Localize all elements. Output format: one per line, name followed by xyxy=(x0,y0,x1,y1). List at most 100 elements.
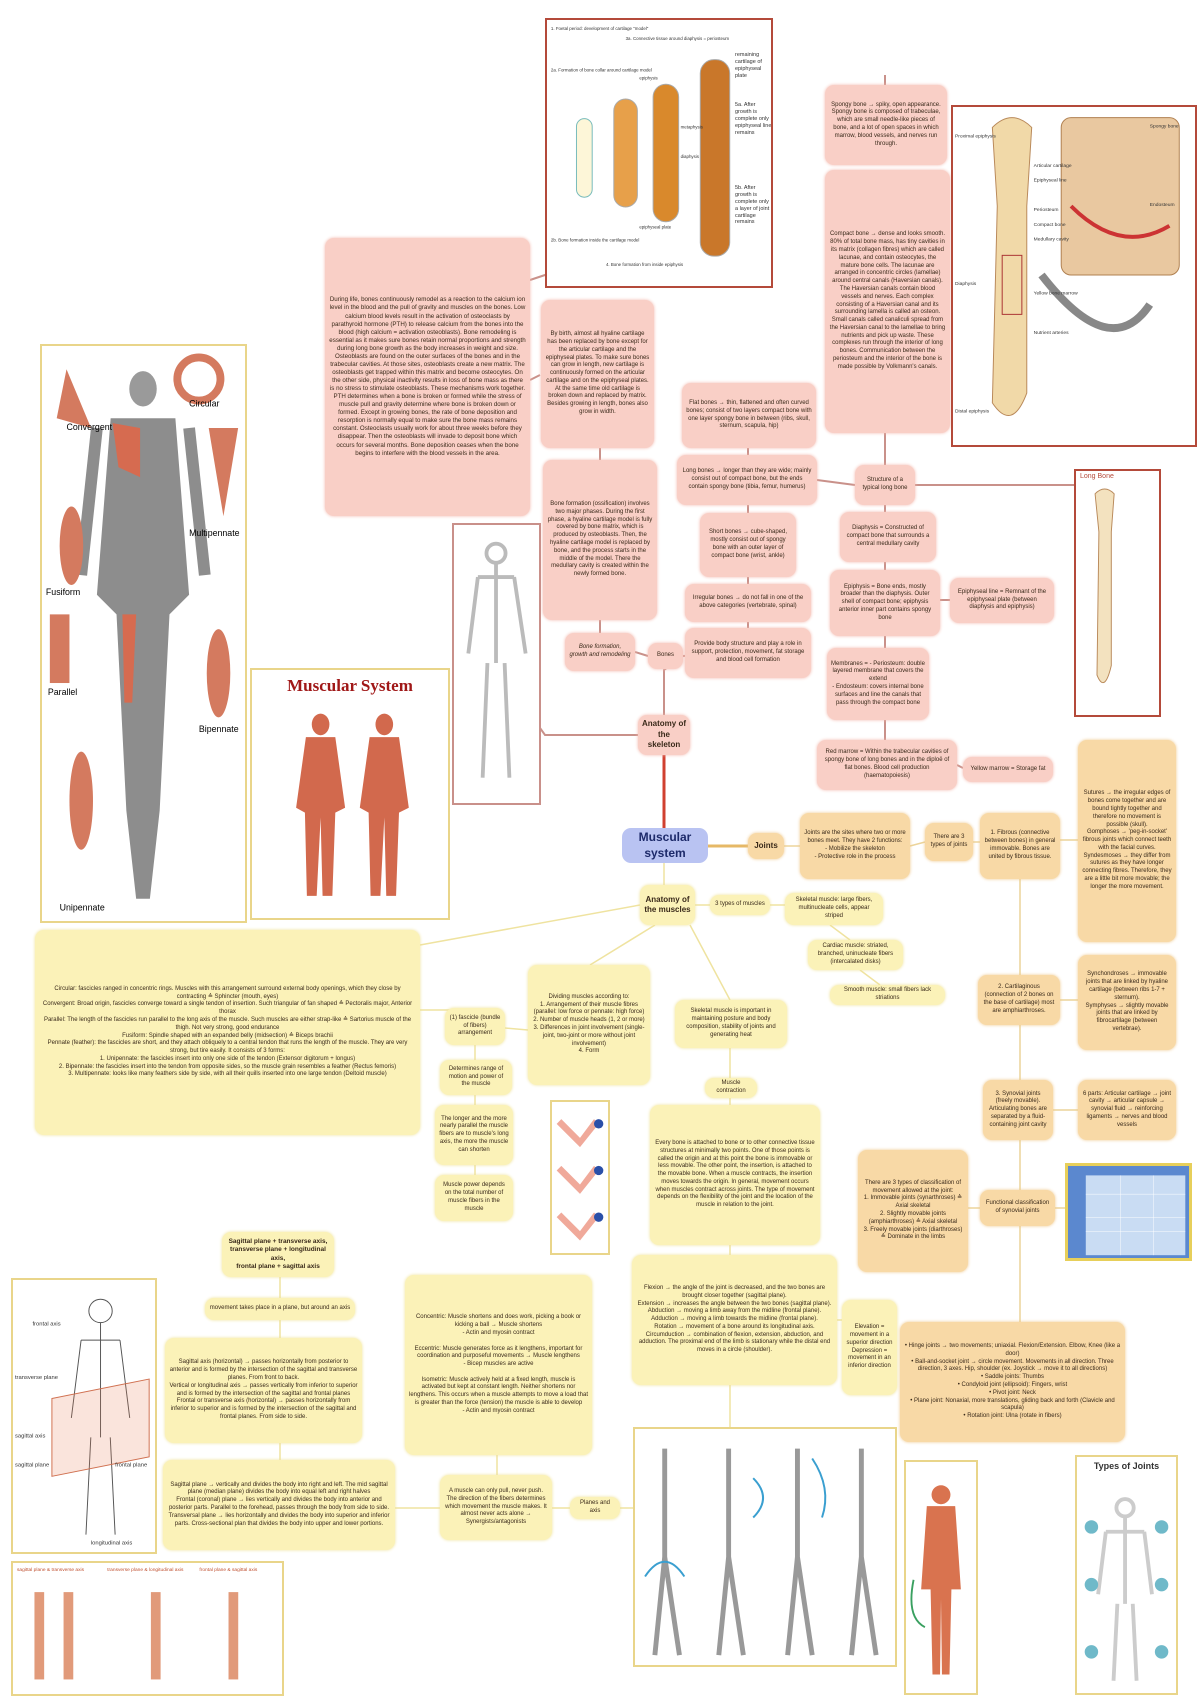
node-ossification[interactable]: Bone formation (ossification) involves t… xyxy=(543,460,657,620)
plane-label: sagittal plane xyxy=(15,1463,49,1469)
node-fascicle-arrangement[interactable]: (1) fascicle (bundle of fibers) arrangem… xyxy=(445,1008,505,1045)
node-skeletal-importance[interactable]: Skeletal muscle is important in maintain… xyxy=(675,1000,787,1048)
long-bone-small-image: Long Bone xyxy=(1074,469,1161,717)
node-planes-axis[interactable]: Planes and axis xyxy=(570,1497,620,1519)
ossification-label: 1. Foetal period: development of cartila… xyxy=(551,26,649,31)
node-three-muscle-types[interactable]: 3 types of muscles xyxy=(710,895,770,915)
long-bone-label: Medullary cavity xyxy=(1034,237,1070,243)
node-axes[interactable]: Sagittal axis (horizontal) → passes hori… xyxy=(165,1338,362,1443)
long-bone-label: Yellow bone marrow xyxy=(1034,291,1078,297)
node-joints[interactable]: Joints xyxy=(748,833,784,859)
long-bone-title: Long Bone xyxy=(1080,473,1114,480)
node-epiphyseal-line[interactable]: Epiphyseal line = Remnant of the epiphys… xyxy=(950,578,1054,623)
node-elevation-depression[interactable]: Elevation = movement in a superior direc… xyxy=(842,1300,897,1395)
node-muscle-contraction[interactable]: Muscle contraction xyxy=(705,1078,757,1098)
ossification-label: epiphysis xyxy=(639,75,658,80)
plane-label: longitudinal axis xyxy=(91,1540,133,1546)
long-bone-label: Articular cartilage xyxy=(1034,163,1072,169)
node-sutures[interactable]: Sutures → the irregular edges of bones c… xyxy=(1078,740,1176,942)
long-bone-label: Diaphysis xyxy=(955,281,977,287)
node-three-joint-types[interactable]: There are 3 types of joints xyxy=(925,823,973,861)
arm-contraction-image xyxy=(550,1100,610,1255)
node-plane-axis-pairs[interactable]: Sagittal plane + transverse axis, transv… xyxy=(222,1232,334,1277)
node-cartilaginous-joints[interactable]: 2. Cartilaginous (connection of 2 bones … xyxy=(978,975,1060,1025)
central-node-muscular-system[interactable]: Muscular system xyxy=(622,828,708,863)
types-of-joints-title: Types of Joints xyxy=(1093,1461,1160,1471)
node-synchondroses[interactable]: Synchondroses → immovable joints that ar… xyxy=(1078,955,1176,1050)
node-parallel-fibers[interactable]: The longer and the more nearly parallel … xyxy=(435,1105,513,1165)
node-short-bones[interactable]: Short bones → cube-shaped, mostly consis… xyxy=(700,513,796,577)
node-flat-bones[interactable]: Flat bones → thin, flattened and often c… xyxy=(682,383,816,448)
ossification-label: 4. Bone formation from inside epiphysis xyxy=(606,262,684,267)
node-bone-functions[interactable]: Provide body structure and play a role i… xyxy=(685,628,811,678)
node-yellow-marrow[interactable]: Yellow marrow = Storage fat xyxy=(963,757,1053,782)
node-birth-cartilage[interactable]: By birth, almost all hyaline cartilage h… xyxy=(541,300,654,448)
node-membranes[interactable]: Membranes = - Periosteum: double layered… xyxy=(827,648,929,720)
label-fusiform: Fusiform xyxy=(46,587,80,597)
ossification-label-remaining-cartilage: remaining cartilage of epiphyseal plate xyxy=(735,52,762,79)
node-skeletal-muscle[interactable]: Skeletal muscle: large fibers, multinucl… xyxy=(785,893,883,925)
node-bone-formation-growth[interactable]: Bone formation, growth and remodeling xyxy=(565,633,635,671)
node-movement-classification[interactable]: There are 3 types of classification of m… xyxy=(858,1150,968,1272)
long-bone-label: Proximal epiphysis xyxy=(955,133,996,139)
node-movement-around-axis[interactable]: movement takes place in a plane, but aro… xyxy=(205,1298,355,1320)
muscular-system-image: Muscular System xyxy=(250,668,450,920)
node-red-marrow[interactable]: Red marrow = Within the trabecular cavit… xyxy=(817,740,957,790)
muscle-shapes-image: Circular Convergent Multipennate Fusifor… xyxy=(40,344,247,923)
label-circular: Circular xyxy=(189,398,219,408)
plane-label: frontal axis xyxy=(32,1322,60,1328)
ossification-label: 2b. Bone formation inside the cartilage … xyxy=(551,237,639,242)
long-bone-diagram-image: Proximal epiphysis Diaphysis Distal epip… xyxy=(951,105,1197,447)
node-anatomy-muscles[interactable]: Anatomy of the muscles xyxy=(640,885,695,925)
node-pull-never-push[interactable]: A muscle can only pull, never push. The … xyxy=(440,1475,552,1540)
label-parallel: Parallel xyxy=(48,687,77,697)
long-bone-label: Spongy bone xyxy=(1150,123,1179,129)
node-range-of-motion[interactable]: Determines range of motion and power of … xyxy=(440,1060,512,1095)
node-fascicle-types[interactable]: Circular: fascicles ranged in concentric… xyxy=(35,930,420,1135)
strip-label: frontal plane & sagittal axis xyxy=(199,1567,257,1573)
skeleton-image xyxy=(452,523,541,805)
plane-label: frontal plane xyxy=(115,1463,147,1469)
label-bipennate: Bipennate xyxy=(199,724,239,734)
node-cardiac-muscle[interactable]: Cardiac muscle: striated, branched, unin… xyxy=(808,940,903,970)
long-bone-label: Compact bone xyxy=(1034,222,1066,228)
ossification-label: diaphysis xyxy=(681,154,700,159)
types-of-joints-image: Types of Joints xyxy=(1075,1455,1178,1695)
joint-classification-table-image xyxy=(1065,1163,1192,1261)
node-planes[interactable]: Sagittal plane → vertically and divides … xyxy=(163,1460,395,1550)
ossification-label: epiphyseal plate xyxy=(639,225,671,230)
node-fibrous-joints[interactable]: 1. Fibrous (connective between bones) in… xyxy=(980,813,1060,879)
node-structure-long-bone[interactable]: Structure of a typical long bone xyxy=(855,465,915,505)
strip-label: sagittal plane & transverse axis xyxy=(17,1567,85,1573)
long-bone-label: Distal epiphysis xyxy=(955,409,990,415)
ossification-label-5a: 5a. After growth is complete only epiphy… xyxy=(735,102,772,136)
node-compact-bone[interactable]: Compact bone → dense and looks smooth. 8… xyxy=(825,170,950,433)
node-synovial-parts[interactable]: 6 parts: Articular cartilage → joint cav… xyxy=(1078,1080,1176,1140)
node-functional-classification[interactable]: Functional classification of synovial jo… xyxy=(980,1190,1055,1226)
label-multipennate: Multipennate xyxy=(189,528,240,538)
long-bone-label: Periosteum xyxy=(1034,207,1059,213)
node-long-bones[interactable]: Long bones → longer than they are wide; … xyxy=(677,455,817,505)
node-synovial-joints[interactable]: 3. Synovial joints (freely movable). Art… xyxy=(983,1080,1053,1140)
node-joints-desc[interactable]: Joints are the sites where two or more b… xyxy=(800,813,910,879)
node-bone-remodeling[interactable]: During life, bones continuously remodel … xyxy=(325,238,530,516)
node-irregular-bones[interactable]: Irregular bones → do not fall in one of … xyxy=(685,584,811,622)
node-spongy-bone[interactable]: Spongy bone → spiky, open appearance. Sp… xyxy=(825,85,947,165)
long-bone-label: Nutrient arteries xyxy=(1034,330,1069,336)
long-bone-label: Endosteum xyxy=(1150,202,1175,208)
ossification-label: 2a. Formation of bone collar around cart… xyxy=(551,67,652,72)
node-dividing-muscles[interactable]: Dividing muscles according to: 1. Arrang… xyxy=(528,965,650,1085)
node-epiphysis[interactable]: Epiphysis = Bone ends, mostly broader th… xyxy=(830,570,940,636)
node-movement-types[interactable]: Flexion → the angle of the joint is decr… xyxy=(632,1255,837,1385)
ossification-label: metaphysis xyxy=(681,124,704,129)
movements-figures-image xyxy=(633,1427,897,1667)
node-contraction-types[interactable]: Concentric: Muscle shortens and does wor… xyxy=(405,1275,592,1455)
node-bones[interactable]: Bones xyxy=(648,643,683,669)
node-diaphysis[interactable]: Diaphysis = Constructed of compact bone … xyxy=(840,512,936,562)
planes-movement-strip-image: sagittal plane & transverse axis transve… xyxy=(11,1561,284,1696)
node-muscle-power[interactable]: Muscle power depends on the total number… xyxy=(435,1175,513,1221)
node-smooth-muscle[interactable]: Smooth muscle: small fibers lack striati… xyxy=(830,985,945,1005)
node-origin-insertion[interactable]: Every bone is attached to bone or to oth… xyxy=(650,1105,820,1245)
node-synovial-joint-types[interactable]: • Hinge joints → two movements; uniaxial… xyxy=(900,1322,1125,1442)
node-anatomy-skeleton[interactable]: Anatomy of the skeleton xyxy=(638,715,690,755)
